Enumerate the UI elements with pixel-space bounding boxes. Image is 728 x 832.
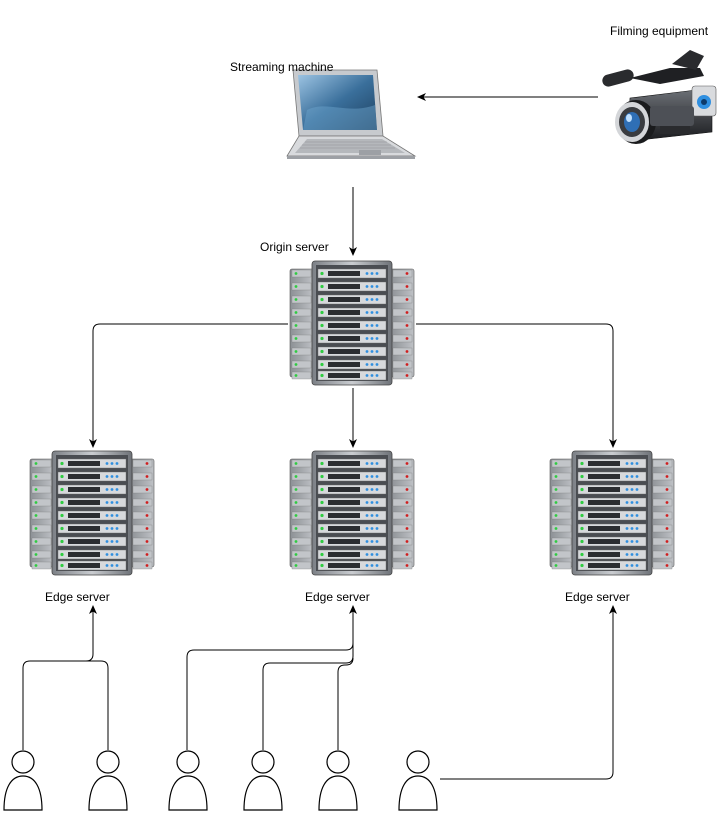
user-icon — [318, 750, 358, 811]
user-4-to-edge-middle-line — [262, 643, 354, 750]
edge-server-label-middle: Edge server — [305, 590, 370, 604]
origin-to-edge-left-arrow — [89, 323, 288, 448]
filming-equipment-label: Filming equipment — [610, 24, 709, 38]
user-icon — [3, 750, 43, 811]
edge-server-rack-icon — [29, 450, 155, 576]
user-3-to-edge-middle-line — [186, 605, 357, 750]
streaming-machine-label: Streaming machine — [230, 60, 334, 74]
edge-server-rack-icon — [289, 450, 415, 576]
user-icon — [88, 750, 128, 811]
edge-server-rack-icon — [549, 450, 675, 576]
user-5-to-edge-middle-line — [337, 657, 354, 750]
edge-server-label-right: Edge server — [565, 590, 630, 604]
user-2-to-edge-left-line — [86, 660, 109, 750]
laptop-icon — [286, 69, 417, 159]
user-6-to-edge-right-line — [440, 605, 617, 780]
user-1-to-edge-left-line — [22, 605, 97, 750]
edge-server-label-left: Edge server — [45, 590, 110, 604]
user-icon — [168, 750, 208, 811]
origin-server-rack-icon — [289, 260, 415, 386]
user-icon — [398, 750, 438, 811]
user-icon — [243, 750, 283, 811]
origin-to-edge-right-arrow — [416, 323, 617, 448]
video-camera-icon — [602, 50, 717, 144]
origin-server-label: Origin server — [260, 240, 329, 254]
